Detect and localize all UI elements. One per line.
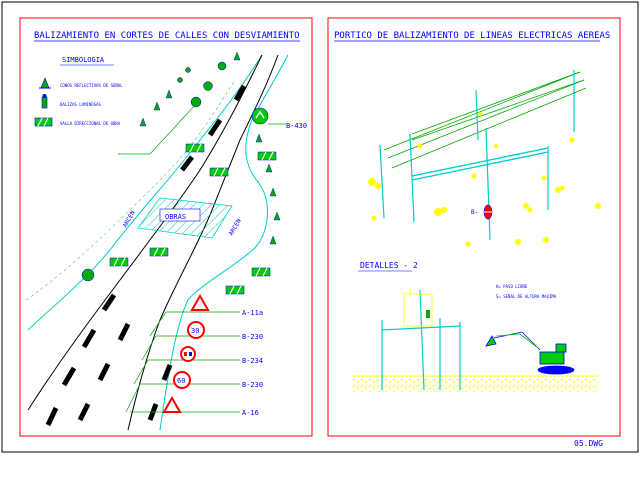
symbology-legend: SIMBOLOGIA CONOS REFLECTIVOS DE SEÑAL BA… <box>34 56 123 127</box>
shoulder-label-right: ARCEN <box>228 218 243 237</box>
svg-text:30: 30 <box>191 327 199 335</box>
pole <box>379 144 385 219</box>
traffic-cone-icon <box>153 101 161 111</box>
barrier-fence-icon <box>185 143 205 153</box>
ground-shrubs <box>368 112 601 247</box>
callout-b230-1: B-230 <box>242 333 263 341</box>
left-panel: BALIZAMIENTO EN CORTES DE CALLES CON DES… <box>19 17 313 437</box>
detail-dimension-marks <box>403 288 433 327</box>
traffic-cone-icon <box>165 89 173 99</box>
tree-icon <box>81 268 95 282</box>
tree-icon <box>177 77 183 83</box>
tree-icon <box>203 81 213 91</box>
file-name: 05.DWG <box>574 439 603 448</box>
traffic-cone-icon <box>273 211 281 221</box>
callout-b230-2: B-230 <box>242 381 263 389</box>
tree-icon <box>185 67 191 73</box>
legend-label-fence: VALLA DIRECCIONAL DE OBRA <box>60 121 121 126</box>
portal-beacon-icon <box>483 204 493 220</box>
barrier-fence-icon <box>109 257 129 267</box>
symbology-title: SIMBOLOGIA <box>62 56 105 64</box>
leader-lines <box>118 103 197 155</box>
traffic-cone-icon <box>39 77 51 89</box>
roadside-cones <box>139 51 281 245</box>
ground-strip <box>352 376 598 392</box>
legend-label-beacons: BALIZAS LUMINOSAS <box>60 102 102 107</box>
road-outer-vegetation <box>25 79 236 301</box>
pole <box>485 127 491 241</box>
sheet-border <box>1 1 639 453</box>
no-overtaking-sign-icon <box>180 346 196 362</box>
left-panel-title: BALIZAMIENTO EN CORTES DE CALLES CON DES… <box>34 31 300 41</box>
barrier-fence-icon <box>149 247 169 257</box>
traffic-cone-icon <box>233 51 241 61</box>
warning-beacon-icon <box>41 94 48 109</box>
traffic-cone-icon <box>269 187 277 197</box>
excavator-icon <box>485 331 575 375</box>
portal-frame <box>411 147 549 181</box>
warning-triangle-sign-icon <box>162 395 182 413</box>
mandatory-direction-sign-icon <box>251 107 269 125</box>
roadside-trees <box>81 61 227 282</box>
callout-b430: B-430 <box>286 122 307 130</box>
warning-triangle-sign-icon <box>190 293 210 311</box>
traffic-cone-icon <box>139 117 147 127</box>
legend-label-cones: CONOS REFLECTIVOS DE SEÑAL <box>60 83 123 88</box>
tree-icon <box>190 96 202 108</box>
callout-a11a: A-11a <box>242 309 263 317</box>
barrier-fences <box>109 143 277 295</box>
callout-a16: A-16 <box>242 409 259 417</box>
traffic-cone-icon <box>265 163 273 173</box>
electric-poles <box>379 70 575 241</box>
details-note-s: S= SEÑAL DE ALTURA MAXIMA <box>496 294 557 299</box>
left-panel-frame <box>19 17 313 437</box>
detail-portal <box>381 289 461 391</box>
right-panel-title: PORTICO DE BALIZAMIENTO DE LINEAS ELECTR… <box>334 31 610 41</box>
barrier-fence-icon <box>257 151 277 161</box>
traffic-cone-icon <box>255 133 263 143</box>
speed-limit-sign-icon: 30 <box>187 321 205 339</box>
barrier-fence-icon <box>34 117 53 127</box>
work-zone-label: OBRAS <box>165 213 186 221</box>
sign-callout-lines <box>125 311 240 413</box>
road-left-edge <box>27 54 263 411</box>
speed-limit-sign-icon: 60 <box>173 371 191 389</box>
detail-beacon-icon <box>426 310 430 318</box>
details-note-h: H= PASO LIBRE <box>496 284 528 289</box>
barrier-fence-icon <box>209 167 229 177</box>
tree-icon <box>217 61 227 71</box>
work-zone-label-box <box>159 208 201 222</box>
svg-text:60: 60 <box>177 377 185 385</box>
pole <box>475 89 479 141</box>
details-title: DETALLES - 2 <box>360 261 418 270</box>
traffic-cone-icon <box>269 235 277 245</box>
barrier-fence-icon <box>251 267 271 277</box>
road-left-shoulder <box>27 54 263 331</box>
overhead-cables <box>383 71 587 169</box>
pole <box>409 133 415 223</box>
callout-b234: B-234 <box>242 357 263 365</box>
right-panel-frame <box>327 17 621 437</box>
portal-label: B- <box>471 209 478 216</box>
work-zone: OBRAS <box>137 197 233 239</box>
lane-center-dashes <box>45 84 247 427</box>
barrier-fence-icon <box>225 285 245 295</box>
right-panel: PORTICO DE BALIZAMIENTO DE LINEAS ELECTR… <box>327 17 621 437</box>
